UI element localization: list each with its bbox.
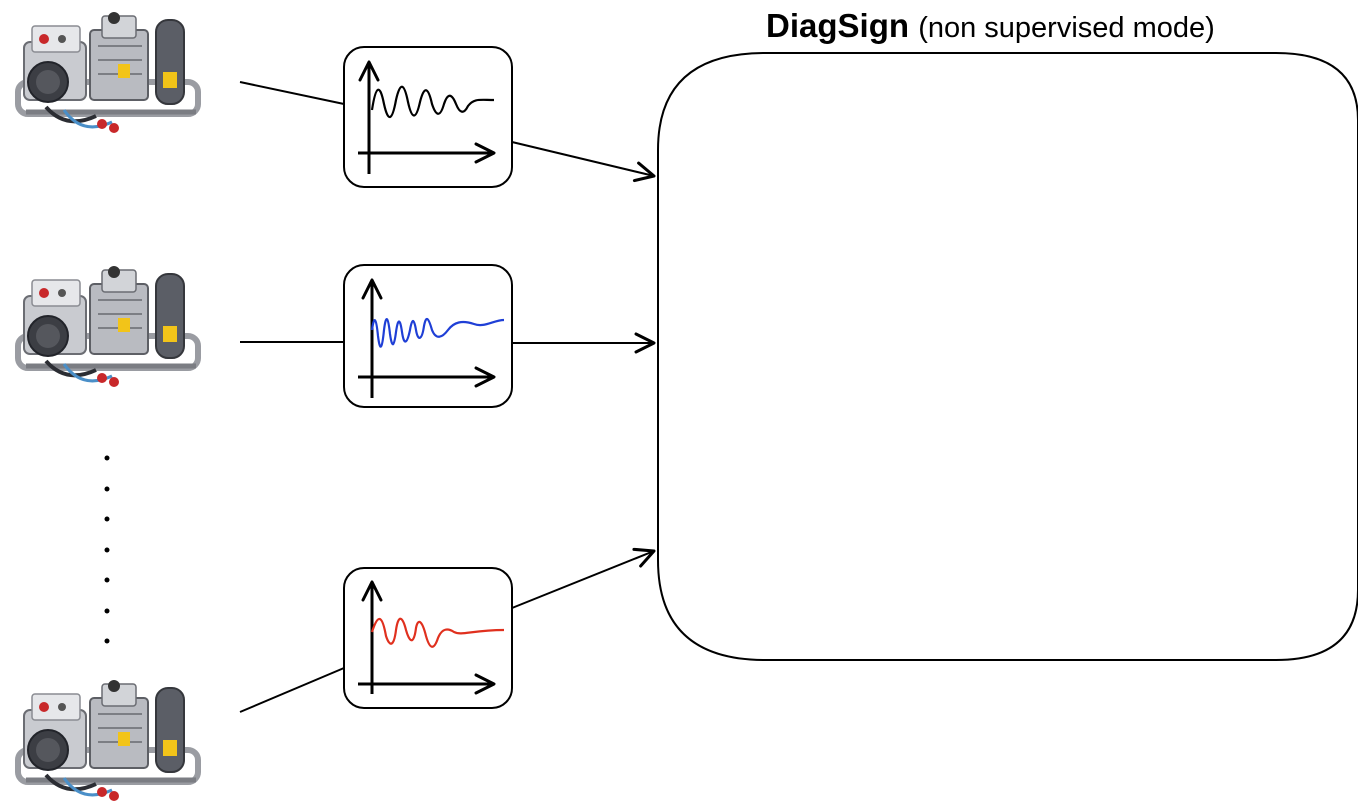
signal-1-curve: [370, 85, 495, 119]
signal-chart-icon: [343, 264, 513, 408]
compressor-icon: [18, 12, 198, 133]
diagsign-mode: (non supervised mode): [918, 12, 1215, 44]
signal-chart-icon: [343, 46, 513, 188]
connector-line: [239, 81, 345, 105]
diagsign-box: [657, 52, 1358, 661]
signal-3-curve: [370, 617, 505, 648]
arrow-icon: [511, 547, 656, 609]
connector-line: [239, 667, 345, 713]
compressor-icon: [18, 680, 198, 801]
signal-2-curve: [370, 317, 505, 348]
diagsign-name: DiagSign: [766, 7, 910, 44]
compressor-icon: [18, 266, 198, 387]
ellipsis-dots: [104, 455, 110, 644]
signal-chart-icon: [343, 567, 513, 709]
arrow-icon: [511, 141, 656, 183]
diagsign-title: DiagSign (non supervised mode): [766, 6, 1358, 48]
